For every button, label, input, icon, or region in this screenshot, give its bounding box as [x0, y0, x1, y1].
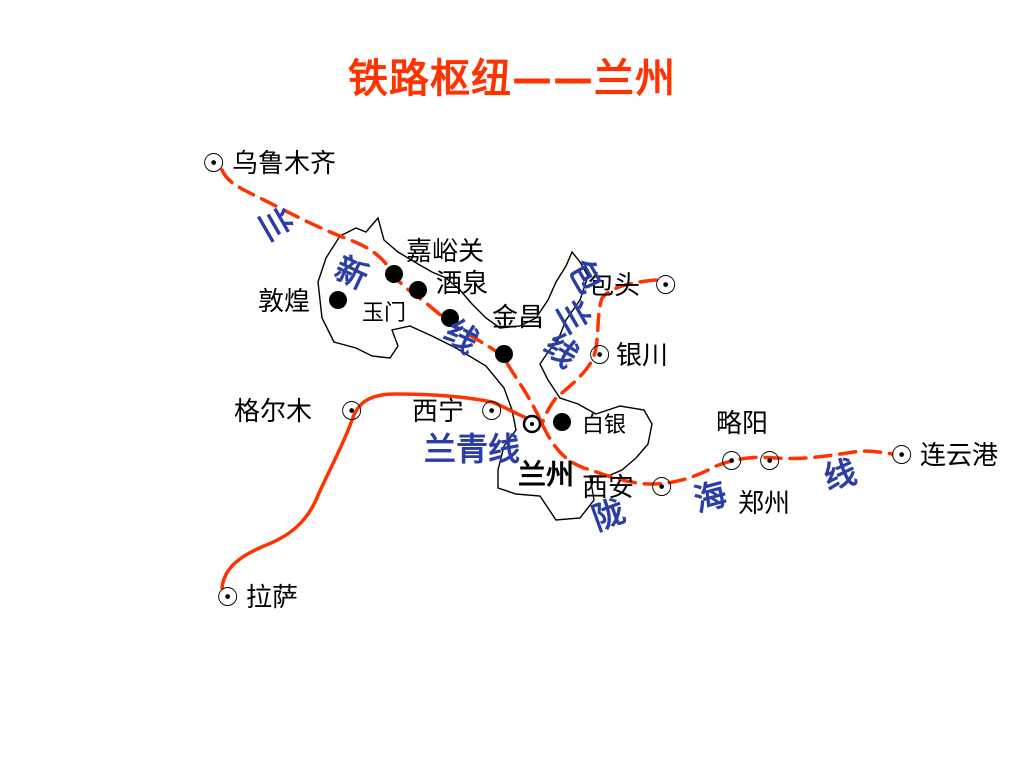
lanqing-label: 兰青线 — [424, 430, 520, 468]
label-zhengzhou: 郑州 — [738, 489, 790, 519]
label-baotou: 包头 — [588, 271, 640, 301]
city-dots — [329, 265, 571, 431]
label-lianyungang: 连云港 — [920, 441, 998, 471]
marker-lueyang-1: ☉ — [720, 447, 743, 477]
dot-jiayuguan — [385, 265, 403, 283]
label-lanzhou: 兰州 — [518, 458, 574, 491]
lanxin-label-1: 兰 — [251, 201, 300, 248]
dot-jiuquan — [409, 281, 427, 299]
label-jiayuguan: 嘉峪关 — [406, 237, 484, 267]
label-yinchuan: 银川 — [616, 341, 668, 371]
label-jinchang: 金昌 — [492, 303, 544, 333]
dot-wuwei — [495, 345, 513, 363]
label-lhasa: 拉萨 — [246, 583, 298, 613]
marker-urumqi: ☉ — [202, 149, 225, 179]
marker-lianyungang: ☉ — [890, 441, 913, 471]
marker-golmud: ☉ — [340, 397, 363, 427]
marker-xian: ☉ — [650, 473, 673, 503]
marker-xining: ☉ — [480, 397, 503, 427]
label-baiyin: 白银 — [582, 413, 626, 438]
page-title: 铁路枢纽——兰州 — [348, 56, 676, 102]
marker-baotou: ☉ — [654, 271, 677, 301]
railway-longhai — [540, 422, 894, 486]
longhai-label-2: 海 — [690, 474, 731, 519]
lanzhou-hub-center — [530, 422, 534, 426]
railway-lanqing — [220, 392, 544, 590]
label-jiuquan: 酒泉 — [436, 269, 488, 299]
lanxin-label-2: 新 — [329, 249, 374, 297]
marker-lueyang-2: ☉ — [758, 447, 781, 477]
baolan-label-3: 线 — [537, 326, 586, 376]
marker-lhasa: ☉ — [216, 583, 239, 613]
dot-dunhuang — [329, 291, 347, 309]
dot-jinchang — [441, 309, 459, 327]
marker-yinchuan: ☉ — [588, 341, 611, 371]
railway-baolan — [540, 278, 658, 426]
label-dunhuang: 敦煌 — [258, 287, 310, 317]
label-lueyang: 略阳 — [716, 409, 768, 439]
label-yumen: 玉门 — [362, 301, 406, 326]
dot-baiyin — [553, 413, 571, 431]
gansu-boundary — [317, 216, 653, 521]
label-golmud: 格尔木 — [234, 397, 312, 427]
label-xining: 西宁 — [412, 397, 464, 427]
label-xian: 西安 — [582, 473, 634, 503]
label-urumqi: 乌鲁木齐 — [232, 149, 336, 179]
longhai-label-3: 线 — [820, 452, 861, 497]
